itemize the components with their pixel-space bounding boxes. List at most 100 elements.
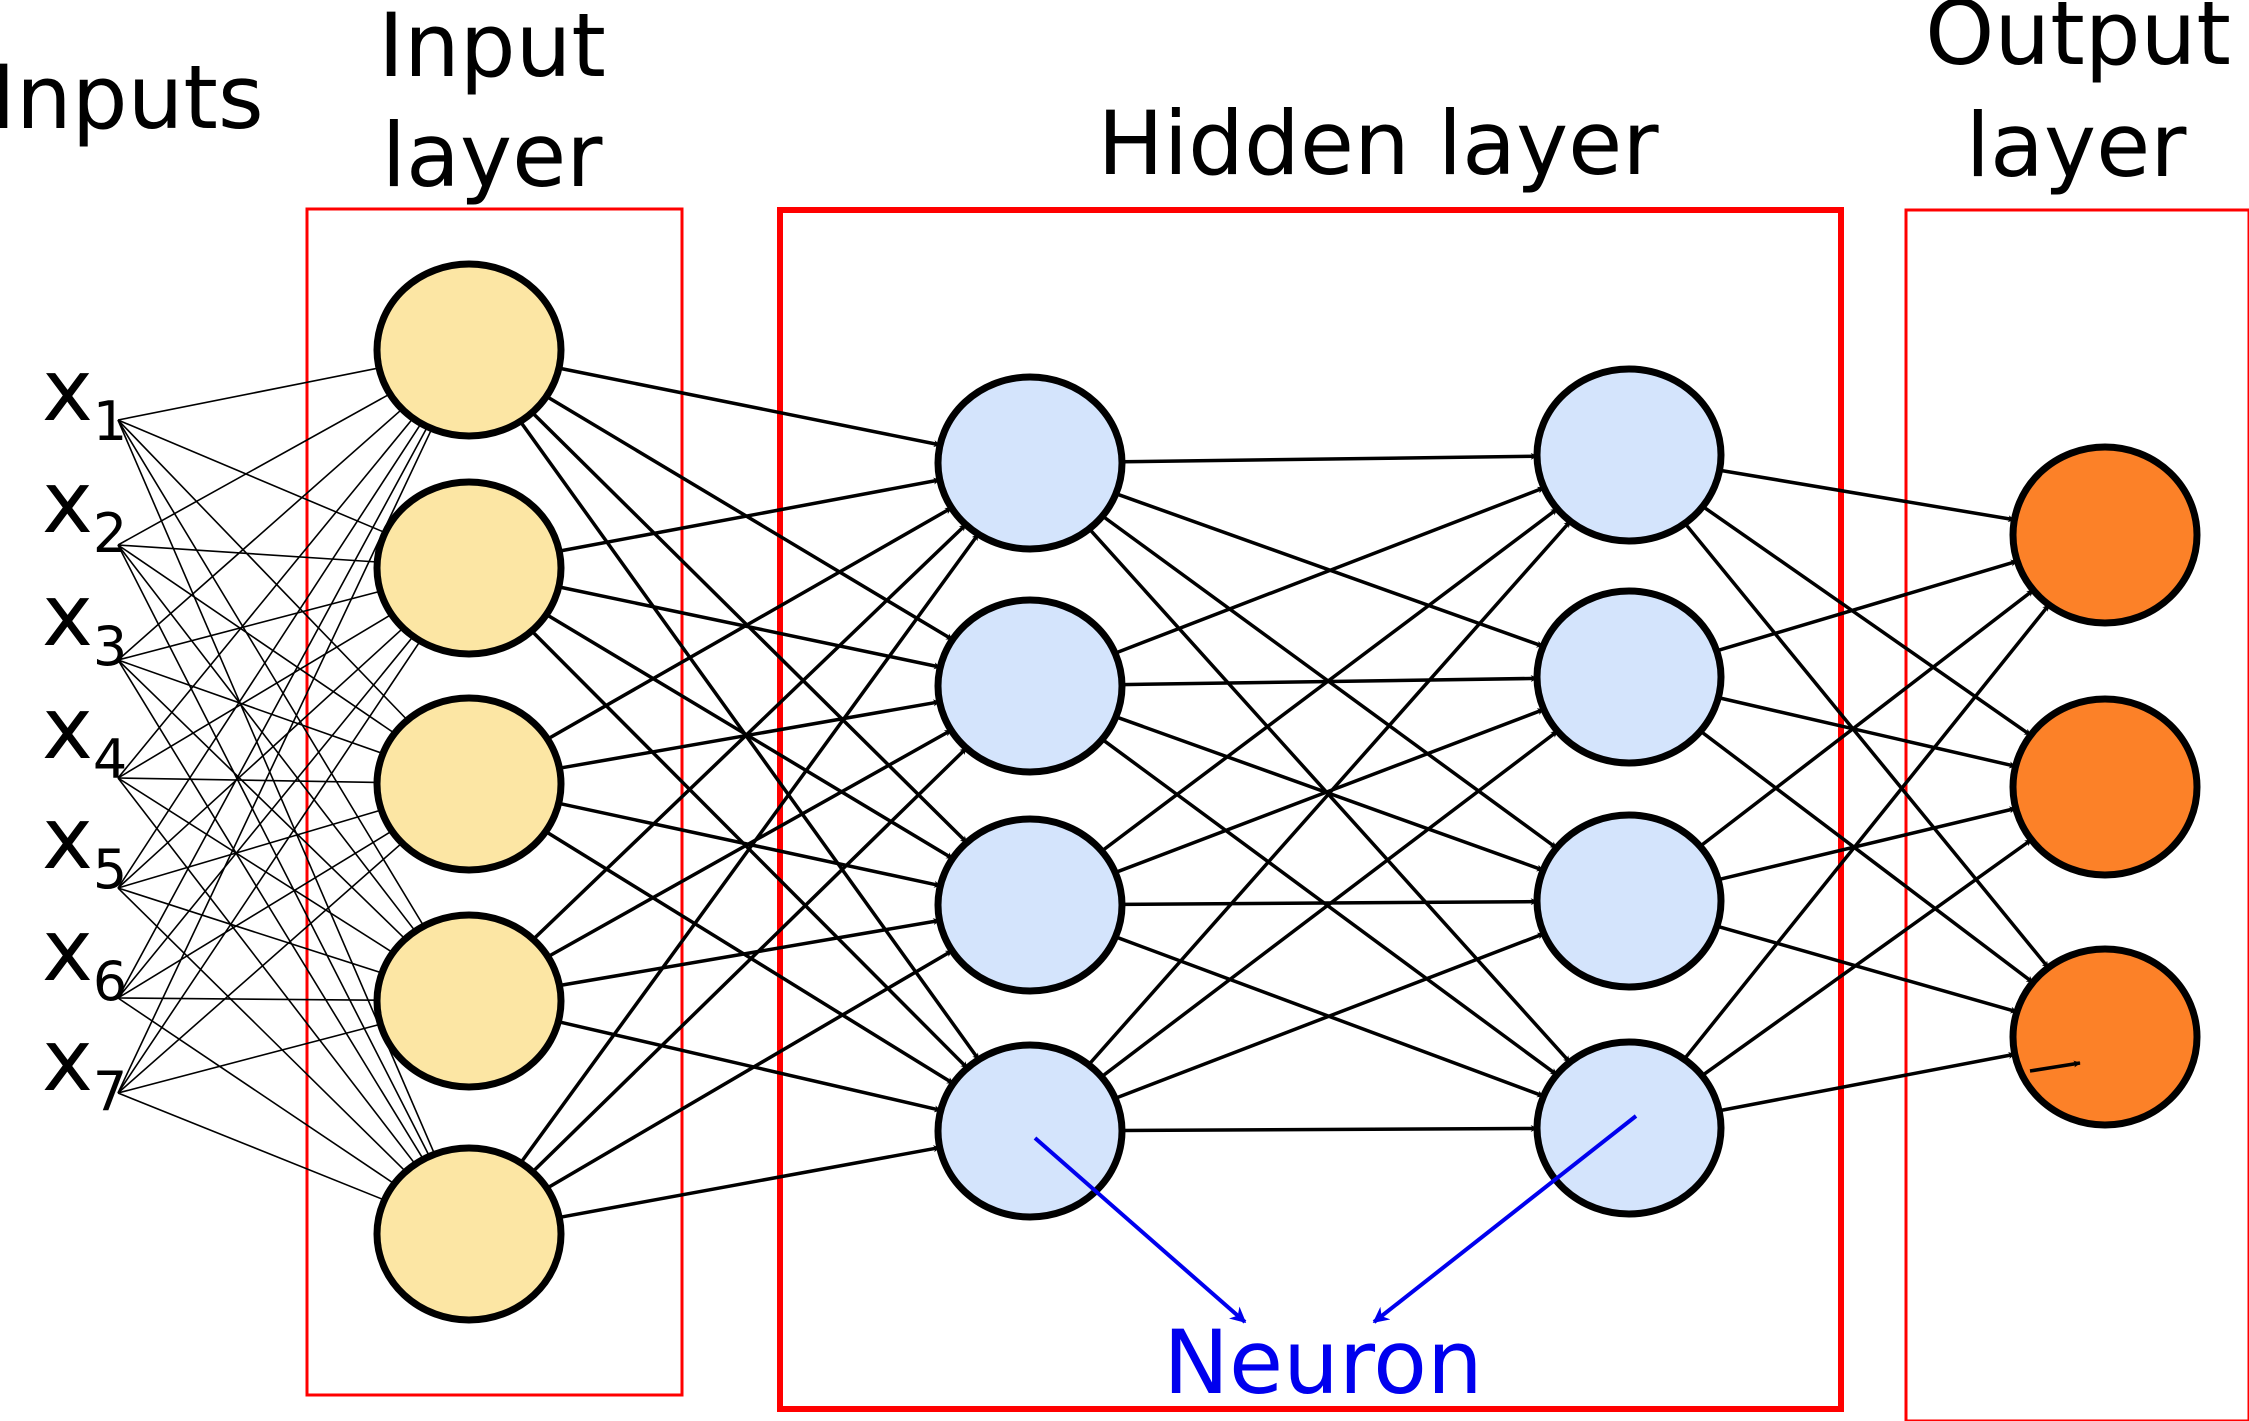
hidden-b-node-2-to-output-node-3-edge xyxy=(1699,729,2034,984)
input-node-5-to-hidden-a-node-2-edge xyxy=(531,746,968,1174)
hidden-a-node-4-to-hidden-b-node-1-edge xyxy=(1087,520,1572,1066)
input-edge-x2-to-node-3 xyxy=(117,544,396,735)
hidden-b-neuron-3 xyxy=(1533,811,1725,991)
hidden-layer-heading: Hidden layer xyxy=(1098,92,1660,195)
hidden-a-neuron-2 xyxy=(934,596,1126,776)
input-edge-x3-to-node-4 xyxy=(117,659,406,940)
hidden-b-node-4-to-output-node-1-edge xyxy=(1682,603,2051,1061)
output-layer-heading-line1: Output xyxy=(1925,0,2231,85)
input-edge-x1-to-node-1 xyxy=(117,367,380,421)
input-edge-x3-to-node-5 xyxy=(117,659,425,1160)
inputs-heading: Inputs xyxy=(0,46,264,149)
input-edge-x4-to-node-2 xyxy=(117,613,392,779)
input-edge-x7-to-node-4 xyxy=(117,1023,381,1094)
input-label-x4: x4 xyxy=(42,679,127,791)
input-node-1-to-hidden-a-node-4-edge xyxy=(518,420,981,1061)
input-edge-x3-to-node-2 xyxy=(117,590,381,661)
connection-edges xyxy=(518,366,2051,1220)
hidden-a-node-3-to-hidden-b-node-1-edge xyxy=(1100,507,1559,853)
input-label-x1: x1 xyxy=(42,341,127,453)
input-edge-x2-to-node-1 xyxy=(117,393,391,546)
output-layer-heading-line2: layer xyxy=(1966,94,2188,197)
input-edge-x7-to-node-3 xyxy=(117,842,403,1094)
output-layer-box xyxy=(1904,208,2249,1421)
input-node-4-to-hidden-a-node-4-edge xyxy=(557,1019,942,1113)
input-edge-x1-to-node-4 xyxy=(117,419,425,927)
input-label-x7: x7 xyxy=(42,1011,127,1123)
hidden-b-node-1-to-output-node-3-edge xyxy=(1683,522,2050,969)
hidden-a-node-4-to-hidden-b-node-4-edge xyxy=(1121,1124,1538,1133)
hidden-b-node-4-to-output-node-3-edge xyxy=(1718,1051,2016,1113)
neuron-pointer-arrow-left xyxy=(1033,1136,1247,1324)
input-edge-x4-to-node-4 xyxy=(117,777,394,954)
input-neuron-1 xyxy=(373,260,565,440)
input-node-5-to-hidden-a-node-1-edge xyxy=(519,533,980,1164)
input-neuron-4 xyxy=(373,911,565,1091)
input-node-1-to-hidden-a-node-2-edge xyxy=(545,394,954,642)
hidden-b-node-3-to-output-node-2-edge xyxy=(1717,806,2017,882)
input-edge-x2-to-node-2 xyxy=(117,544,378,563)
hidden-b-node-1-to-output-node-1-edge xyxy=(1719,468,2016,523)
input-label-x5: x5 xyxy=(42,789,127,901)
input-edge-x2-to-node-4 xyxy=(117,544,416,932)
input-edge-x4-to-node-3 xyxy=(117,777,378,784)
input-edge-x6-to-node-2 xyxy=(117,635,414,999)
input-node-1-to-hidden-a-node-1-edge xyxy=(558,366,941,448)
hidden-b-node-3-to-output-node-3-edge xyxy=(1716,924,2018,1014)
input-edge-x2-to-node-5 xyxy=(117,544,431,1157)
input-node-4-to-hidden-a-node-2-edge xyxy=(547,728,952,959)
output-neuron-1 xyxy=(2009,443,2201,627)
input-edge-x7-to-node-5 xyxy=(117,1092,385,1201)
input-edge-x6-to-node-1 xyxy=(117,426,429,999)
input-edge-x1-to-node-2 xyxy=(117,419,386,534)
input-edge-x3-to-node-1 xyxy=(117,408,403,661)
output-neuron-2 xyxy=(2009,695,2201,879)
input-edge-x4-to-node-1 xyxy=(117,417,414,779)
input-edge-x6-to-node-4 xyxy=(117,997,378,1002)
input-neuron-3 xyxy=(373,694,565,874)
hidden-a-neuron-3 xyxy=(934,815,1126,995)
hidden-b-node-2-to-output-node-1-edge xyxy=(1716,559,2018,653)
input-edge-x5-to-node-5 xyxy=(117,887,407,1173)
input-edge-x7-to-node-2 xyxy=(117,640,421,1094)
input-node-5-to-hidden-a-node-4-edge xyxy=(558,1145,941,1220)
input-edge-x3-to-node-3 xyxy=(117,659,384,755)
neuron-label: Neuron xyxy=(1163,1311,1483,1414)
input-edge-x5-to-node-2 xyxy=(117,627,404,889)
input-layer-heading-line2: layer xyxy=(382,104,604,207)
input-node-3-to-hidden-a-node-2-edge xyxy=(559,699,941,770)
input-node-4-to-hidden-a-node-1-edge xyxy=(532,523,967,941)
hidden-a-node-2-to-hidden-b-node-1-edge xyxy=(1114,486,1545,655)
input-neuron-5 xyxy=(373,1144,565,1324)
hidden-b-neuron-1 xyxy=(1533,365,1725,545)
input-edges xyxy=(117,367,436,1201)
hidden-b-neuron-2 xyxy=(1533,587,1725,767)
input-layer-box xyxy=(305,207,684,1397)
output-neuron-3-inner-arrow xyxy=(2029,1060,2081,1073)
hidden-a-node-4-to-hidden-b-node-2-edge xyxy=(1100,729,1559,1079)
input-label-x6: x6 xyxy=(42,901,127,1013)
input-edge-x6-to-node-3 xyxy=(117,830,393,999)
neuron-pointer-arrow-right xyxy=(1372,1114,1638,1324)
input-node-2-to-hidden-a-node-2-edge xyxy=(558,585,941,670)
hidden-a-node-1-to-hidden-b-node-1-edge xyxy=(1121,452,1538,464)
hidden-a-node-4-to-hidden-b-node-3-edge xyxy=(1114,932,1545,1100)
hidden-b-node-3-to-output-node-1-edge xyxy=(1698,588,2035,848)
input-label-x2: x2 xyxy=(42,453,127,565)
hidden-b-neuron-4 xyxy=(1533,1038,1725,1218)
input-node-3-to-hidden-a-node-1-edge xyxy=(546,506,953,741)
input-variables: x1 x2 x3 x4 x5 x6 x7 xyxy=(42,341,127,1123)
input-edge-x5-to-node-1 xyxy=(117,422,422,889)
input-label-x3: x3 xyxy=(42,566,127,678)
input-edge-x5-to-node-4 xyxy=(117,887,383,974)
input-node-2-to-hidden-a-node-1-edge xyxy=(558,477,941,553)
input-neuron-2 xyxy=(373,478,565,658)
input-node-3-to-hidden-a-node-4-edge xyxy=(544,829,955,1086)
input-edge-x6-to-node-5 xyxy=(117,997,395,1185)
input-node-5-to-hidden-a-node-3-edge xyxy=(546,949,953,1190)
neuron-nodes xyxy=(373,260,2201,1324)
output-neuron-3 xyxy=(2009,945,2201,1129)
hidden-b-node-1-to-output-node-2-edge xyxy=(1701,504,2032,737)
hidden-b-node-2-to-output-node-2-edge xyxy=(1717,695,2017,769)
